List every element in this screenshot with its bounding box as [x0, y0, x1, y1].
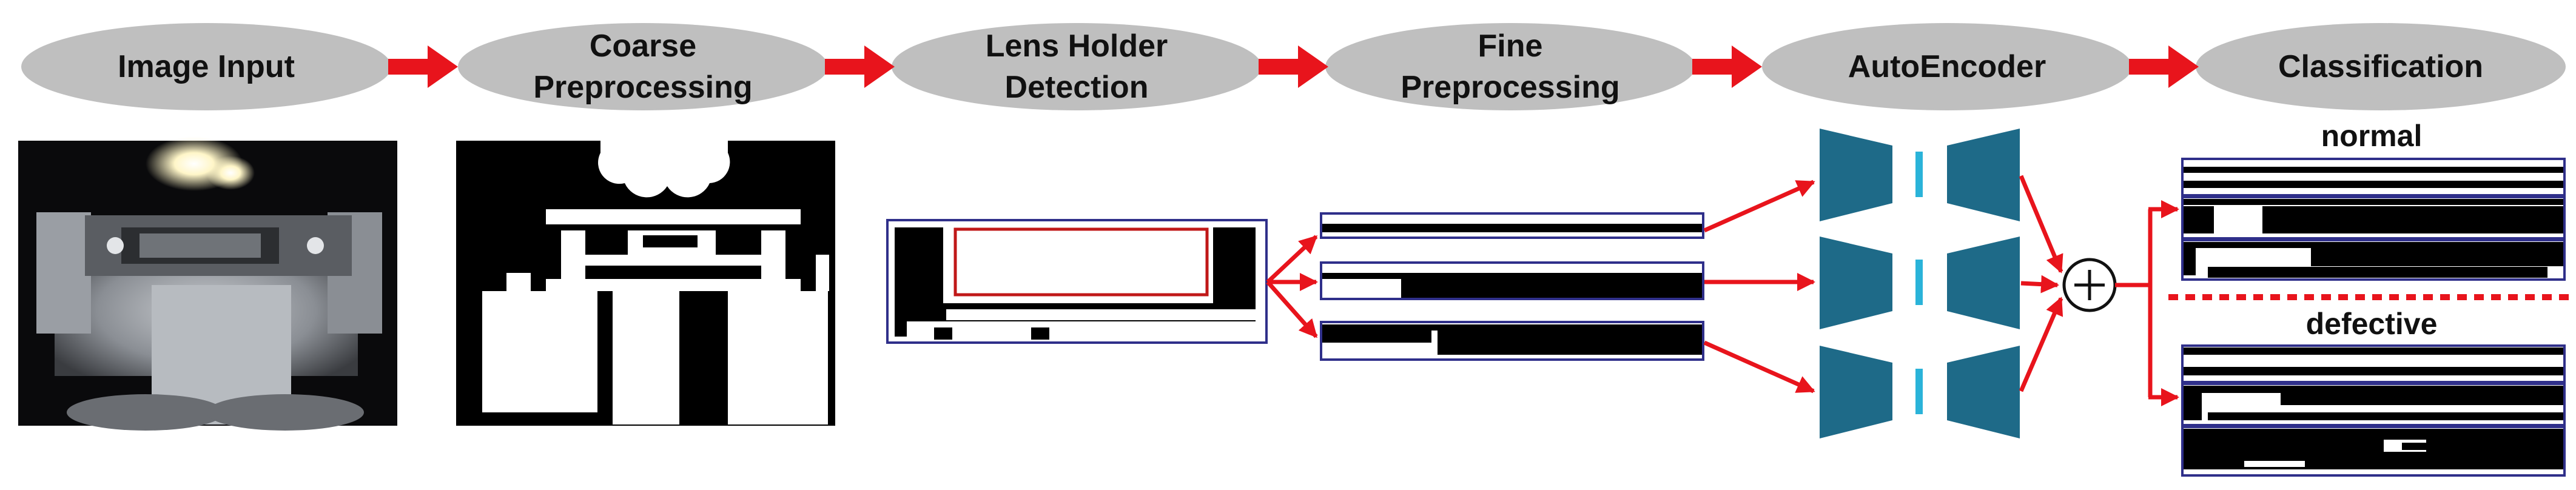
- stage-ellipse-autoencoder: [1762, 23, 2132, 110]
- fusion-arrows: [2019, 175, 2063, 392]
- normal-strips: [2181, 158, 2566, 281]
- stage-arrow-5: [2129, 45, 2199, 88]
- stage-ellipse-coarse-preprocessing: [458, 23, 828, 110]
- stage-arrow-4: [1692, 45, 1762, 88]
- stage-ellipse-classification: [2196, 23, 2566, 110]
- stage-arrow-3: [1259, 45, 1328, 88]
- autoencoders: [1820, 129, 2020, 438]
- input-photo: [18, 136, 397, 431]
- split-arrows: [1266, 235, 1318, 338]
- output-arrows: [2115, 200, 2179, 406]
- autoencoder-1: [1820, 129, 2020, 221]
- encoder-input-arrows: [1703, 180, 1815, 394]
- stage-ellipses: [21, 23, 2566, 110]
- autoencoder-2: [1820, 237, 2020, 329]
- stage-ellipse-fine-preprocessing: [1325, 23, 1695, 110]
- stage-arrow-1: [388, 45, 458, 88]
- lens-holder-crop: [886, 219, 1268, 344]
- defective-label: defective: [2305, 307, 2438, 341]
- defective-strips: [2181, 344, 2566, 477]
- coarse-binary-image: [456, 141, 835, 426]
- autoencoder-3: [1820, 346, 2020, 438]
- sum-node-icon: [2062, 258, 2117, 312]
- stage-arrow-2: [825, 45, 895, 88]
- stage-arrows: [388, 45, 2199, 88]
- fine-strips: [1320, 212, 1704, 361]
- stage-ellipse-lens-holder-detection: [892, 23, 1262, 110]
- normal-label: normal: [2321, 119, 2423, 153]
- stage-ellipse-image-input: [21, 23, 391, 110]
